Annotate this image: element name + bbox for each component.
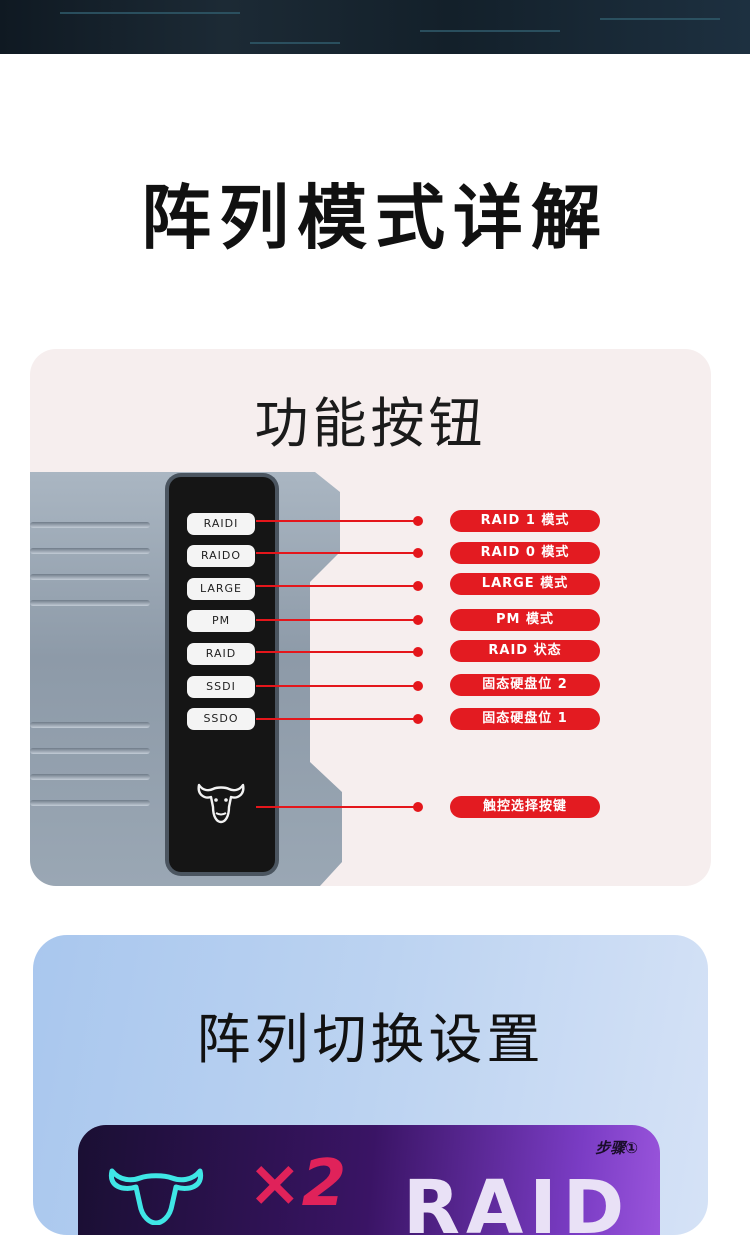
leader-line <box>256 685 418 687</box>
function-buttons-card: 功能按钮 RAIDI RAIDO LARGE PM RAID SSDI SSDO <box>30 349 711 886</box>
device-button-raid-status[interactable]: RAID <box>187 643 255 665</box>
leader-dot <box>413 802 423 812</box>
leader-dot <box>413 647 423 657</box>
vent-groove <box>30 548 150 554</box>
raid-word: RAID <box>403 1165 631 1235</box>
device-button-ssd0[interactable]: SSDO <box>187 708 255 730</box>
vent-groove <box>30 522 150 528</box>
callout-ssd-slot-1: 固态硬盘位 1 <box>450 708 600 730</box>
device-button-large[interactable]: LARGE <box>187 578 255 600</box>
callout-raid-status: RAID 状态 <box>450 640 600 662</box>
callout-large-mode: LARGE 模式 <box>450 573 600 595</box>
callout-touch-select-key: 触控选择按键 <box>450 796 600 818</box>
leader-line <box>256 585 418 587</box>
leader-dot <box>413 681 423 691</box>
leader-line <box>256 651 418 653</box>
vent-groove <box>30 800 150 806</box>
array-switch-card: 阵列切换设置 步骤① ×2 RAID <box>33 935 708 1235</box>
leader-dot <box>413 615 423 625</box>
leader-dot <box>413 581 423 591</box>
leader-line <box>256 718 418 720</box>
leader-dot <box>413 516 423 526</box>
array-switch-title: 阵列切换设置 <box>196 1008 545 1071</box>
callout-raid0-mode: RAID 0 模式 <box>450 542 600 564</box>
callout-ssd-slot-2: 固态硬盘位 2 <box>450 674 600 696</box>
device-button-pm[interactable]: PM <box>187 610 255 632</box>
leader-line <box>256 806 418 808</box>
callout-pm-mode: PM 模式 <box>450 609 600 631</box>
vent-groove <box>30 774 150 780</box>
device-button-raid0[interactable]: RAIDO <box>187 545 255 567</box>
step-panel: 步骤① ×2 RAID <box>78 1125 660 1235</box>
leader-line <box>256 552 418 554</box>
leader-line <box>256 619 418 621</box>
device-button-ssd1[interactable]: SSDI <box>187 676 255 698</box>
leader-line <box>256 520 418 522</box>
leader-dot <box>413 548 423 558</box>
top-banner-image <box>0 0 750 54</box>
vent-groove <box>30 748 150 754</box>
vent-groove <box>30 574 150 580</box>
step-label: 步骤① <box>595 1139 638 1157</box>
callout-raid1-mode: RAID 1 模式 <box>450 510 600 532</box>
page-title: 阵列模式详解 <box>141 177 609 259</box>
function-buttons-title: 功能按钮 <box>254 392 487 455</box>
button-panel: RAIDI RAIDO LARGE PM RAID SSDI SSDO <box>169 477 275 872</box>
teal-bull-icon <box>108 1168 204 1225</box>
device-button-raid1[interactable]: RAIDI <box>187 513 255 535</box>
multiplier-text: ×2 <box>248 1147 347 1221</box>
vent-groove <box>30 600 150 606</box>
vent-groove <box>30 722 150 728</box>
bull-head-icon[interactable] <box>195 777 247 825</box>
leader-dot <box>413 714 423 724</box>
